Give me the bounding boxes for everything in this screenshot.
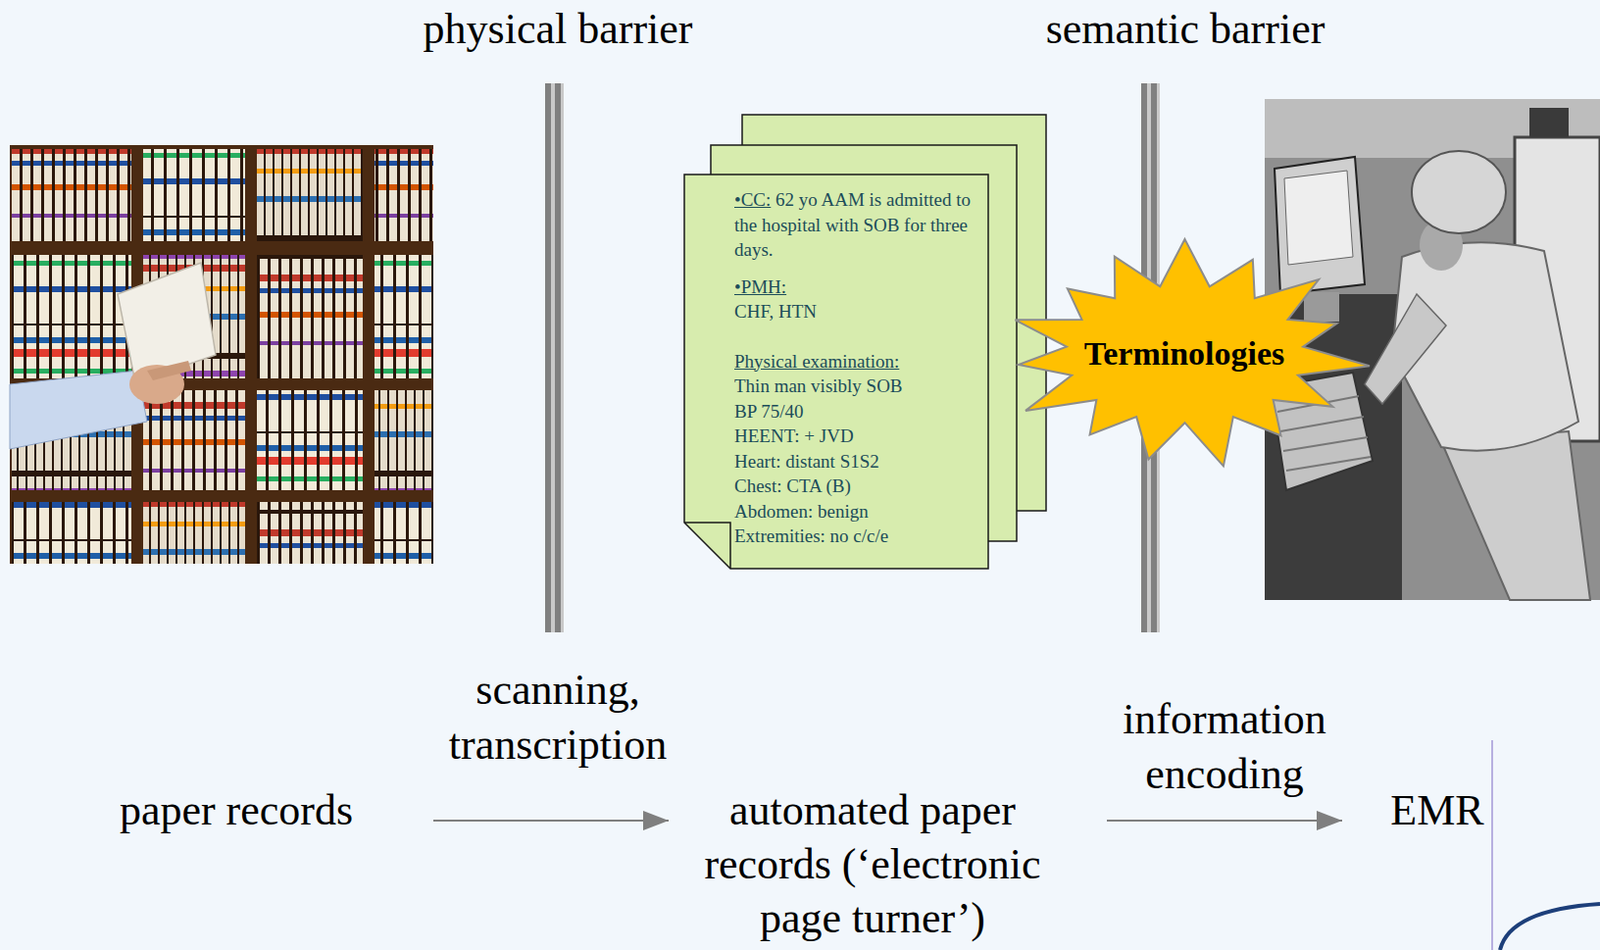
terminologies-starburst: Terminologies: [996, 236, 1374, 472]
paper-records-node: paper records: [119, 783, 354, 838]
arm: [1364, 294, 1447, 404]
flow-arrow: [433, 819, 669, 822]
edge-label: scanning, transcription: [438, 662, 679, 773]
emr-node: EMR: [1390, 783, 1485, 838]
automated-records-node: automated paper records (‘electronic pag…: [696, 783, 1050, 946]
note-text: Abdomen: benign: [734, 499, 980, 525]
front-page: [684, 174, 989, 569]
stage-label: automated paper records (‘electronic pag…: [696, 783, 1050, 946]
shelf-frame: [9, 145, 434, 564]
note-text: Heart: distant S1S2: [734, 449, 980, 475]
surgical-cap: [1411, 150, 1506, 234]
barrier-line: [545, 83, 564, 633]
flow-arrow: [1106, 819, 1343, 822]
file-folders: [11, 254, 132, 379]
file-folders: [11, 501, 132, 564]
text-area: Terminologies: [1084, 335, 1286, 373]
logo-arc: [1500, 903, 1600, 950]
fingers: [147, 360, 192, 381]
clinical-note-page: •CC:62 yo AAM is admitted to the hospita…: [683, 173, 990, 570]
legs: [1441, 431, 1591, 600]
file-folders: [374, 501, 434, 564]
barrier-label: semantic barrier: [1046, 4, 1326, 54]
note-text: CHF, HTN: [734, 299, 980, 325]
shirt-sleeve: [9, 370, 148, 450]
held-folder: [117, 262, 216, 383]
stage-label: EMR: [1390, 783, 1485, 838]
file-folders: [11, 149, 132, 242]
file-folders: [374, 149, 434, 242]
note-text: Chest: CTA (B): [734, 473, 980, 500]
text-area: •CC:62 yo AAM is admitted to the hospita…: [683, 173, 990, 561]
file-folders: [256, 501, 363, 564]
text-area: EMR: [1390, 783, 1485, 838]
stage-label: paper records: [119, 783, 354, 838]
keyboard-keys: [1277, 396, 1371, 471]
file-shelf-photo: [9, 145, 434, 564]
note-text: HEENT: + JVD: [734, 423, 980, 450]
starburst-text: Terminologies: [1084, 335, 1286, 373]
note-text: •PMH:: [734, 274, 980, 300]
file-folders: [143, 501, 246, 564]
note-text: BP 75/40: [734, 399, 980, 425]
file-folders: [374, 254, 434, 379]
file-folders: [143, 390, 246, 491]
file-folders: [256, 149, 363, 242]
wall-monitor: [1529, 107, 1569, 138]
text-area: automated paper records (‘electronic pag…: [696, 783, 1050, 946]
divider-line: [1491, 740, 1494, 950]
monitor: [1274, 156, 1365, 295]
file-folders: [256, 254, 363, 379]
note-text: •CC:: [734, 189, 771, 210]
file-folders: [143, 149, 246, 242]
monitor-screen: [1284, 170, 1353, 265]
starburst-outline: [1014, 239, 1369, 466]
barrier-label: physical barrier: [423, 4, 694, 54]
monitor-stand: [1303, 292, 1340, 322]
note-text: Extremities: no c/c/e: [734, 523, 980, 550]
note-text: Thin man visibly SOB: [734, 373, 980, 400]
file-folders: [374, 390, 434, 491]
file-folders: [256, 390, 363, 491]
text-area: paper records: [119, 783, 354, 838]
edge-label: information encoding: [1104, 692, 1346, 802]
page-fold: [684, 522, 731, 569]
note-text: Physical examination:: [734, 349, 980, 375]
